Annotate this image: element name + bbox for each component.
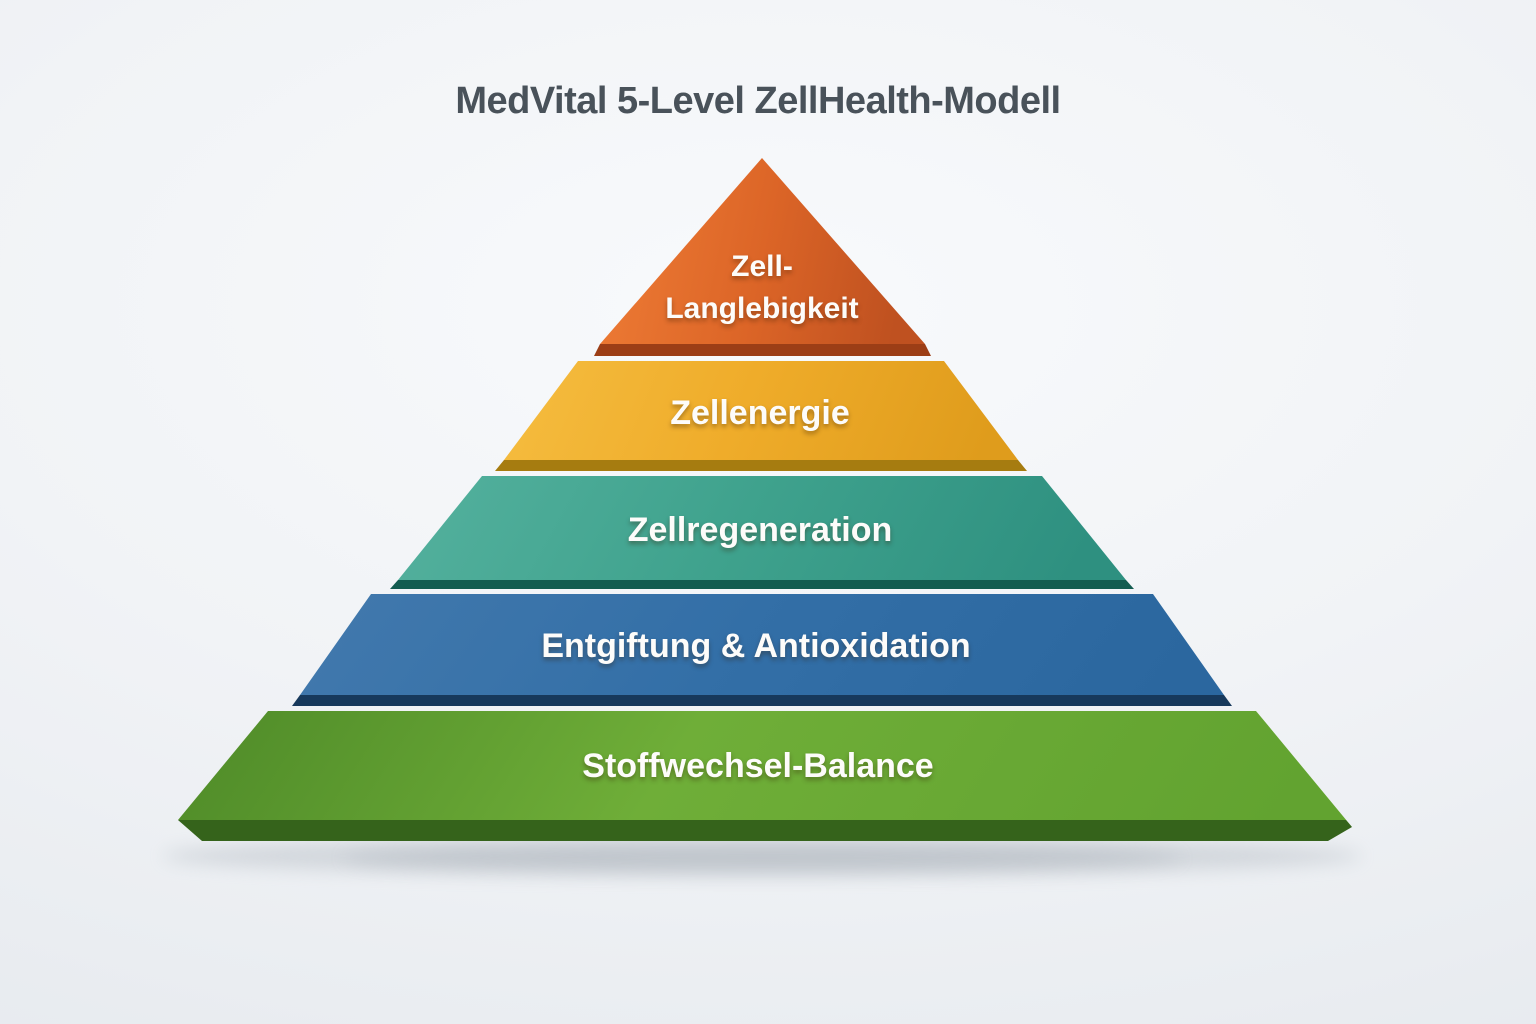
level-1-label-line2: Langlebigkeit (665, 292, 858, 325)
pyramid-ground-shadow (162, 836, 1362, 876)
level-2-front-edge (495, 460, 1027, 471)
level-2-face (504, 361, 1018, 460)
pyramid-level-3-zellregeneration: Zellregeneration (390, 476, 1134, 589)
level-5-front-edge (178, 820, 1352, 841)
diagram-title: MedVital 5-Level ZellHealth-Modell (455, 80, 1060, 122)
shadow-inner (342, 845, 1182, 871)
level-3-front-edge (390, 580, 1134, 589)
level-1-front-edge (594, 344, 931, 356)
pyramid-level-5-stoffwechsel-balance: Stoffwechsel-Balance (178, 711, 1352, 841)
level-5-side-highlight (1256, 711, 1352, 827)
level-3-label: Zellregeneration (628, 511, 893, 549)
pyramid-level-1-zell-langlebigkeit: Zell- Langlebigkeit (594, 158, 931, 356)
level-2-label: Zellenergie (670, 394, 850, 432)
level-5-label: Stoffwechsel-Balance (582, 747, 933, 785)
level-4-label: Entgiftung & Antioxidation (541, 627, 970, 665)
level-4-front-edge (292, 695, 1232, 706)
level-3-face (398, 476, 1126, 580)
level-5-face (178, 711, 1346, 820)
pyramid-level-4-entgiftung-antioxidation: Entgiftung & Antioxidation (292, 594, 1232, 706)
level-1-face (600, 158, 925, 344)
level-1-label-line1: Zell- (731, 250, 793, 283)
pyramid-level-2-zellenergie: Zellenergie (495, 361, 1027, 471)
level-4-face (300, 594, 1224, 695)
